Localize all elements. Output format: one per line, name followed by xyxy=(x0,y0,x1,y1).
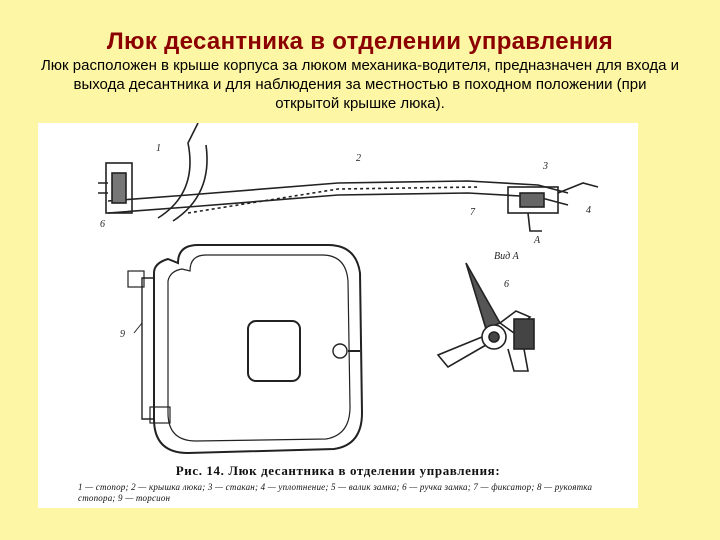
label-9: 9 xyxy=(120,329,125,340)
plan-labels: 9 xyxy=(120,329,125,340)
view-a-detail xyxy=(436,262,535,372)
slide-title: Люк десантника в отделении управления xyxy=(106,28,614,55)
view-a-labels: Вид А 6 xyxy=(494,251,520,290)
label-4: 4 xyxy=(586,205,591,216)
label-A: А xyxy=(533,235,541,246)
view-a-title: Вид А xyxy=(494,251,520,262)
hatch-figure: 1 2 3 4 7 6 А 9 xyxy=(38,123,638,508)
label-6b: 6 xyxy=(504,279,509,290)
figure-caption: Рис. 14. Люк десантника в отделении упра… xyxy=(78,463,598,504)
caption-legend: 1 — стопор; 2 — крышка люка; 3 — стакан;… xyxy=(78,482,593,503)
label-7: 7 xyxy=(470,207,476,218)
hatch-cover-plan xyxy=(127,244,364,455)
side-section-view xyxy=(98,123,599,232)
label-1: 1 xyxy=(156,143,161,154)
side-section-labels: 1 2 3 4 7 6 А xyxy=(100,143,591,246)
label-2: 2 xyxy=(356,153,361,164)
slide-body-text: Люк расположен в крыше корпуса за люком … xyxy=(40,57,680,112)
label-6a: 6 xyxy=(100,219,105,230)
label-3: 3 xyxy=(542,161,548,172)
hatch-drawing: 1 2 3 4 7 6 А 9 xyxy=(98,123,599,455)
caption-title: Рис. 14. Люк десантника в отделении упра… xyxy=(175,463,501,478)
